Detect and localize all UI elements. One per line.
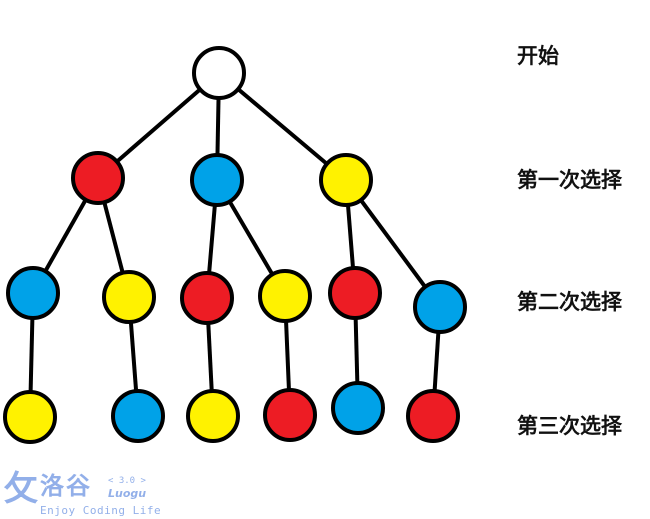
node-level2-yellow xyxy=(102,270,156,324)
luogu-watermark: 攵 洛谷 < 3.0 > Luogu Enjoy Coding Life xyxy=(4,469,164,517)
node-level1-yellow xyxy=(319,153,373,207)
label-first-choice: 第一次选择 xyxy=(517,168,622,192)
node-level2-blue xyxy=(6,266,60,320)
node-level1-red xyxy=(71,151,125,205)
watermark-name: 洛谷 xyxy=(40,472,92,500)
node-level3-yellow xyxy=(186,389,240,443)
node-root-white xyxy=(192,46,246,100)
edge-root-l1-2 xyxy=(217,71,348,182)
node-level2-blue xyxy=(413,280,467,334)
label-second-choice: 第二次选择 xyxy=(517,290,622,314)
node-level3-blue xyxy=(111,389,165,443)
node-level2-red xyxy=(328,266,382,320)
label-start: 开始 xyxy=(517,44,559,68)
watermark-brand: Luogu xyxy=(108,487,147,500)
node-level3-red xyxy=(406,389,460,443)
node-level3-yellow xyxy=(3,390,57,444)
label-third-choice: 第三次选择 xyxy=(517,414,622,438)
watermark-slogan: Enjoy Coding Life xyxy=(40,504,162,517)
node-level1-blue xyxy=(190,153,244,207)
node-level3-blue xyxy=(331,381,385,435)
node-level2-red xyxy=(180,271,234,325)
node-level3-red xyxy=(263,388,317,442)
watermark-version: < 3.0 > xyxy=(108,476,146,486)
node-level2-yellow xyxy=(258,269,312,323)
luogu-logo-icon: 攵 xyxy=(4,469,38,509)
